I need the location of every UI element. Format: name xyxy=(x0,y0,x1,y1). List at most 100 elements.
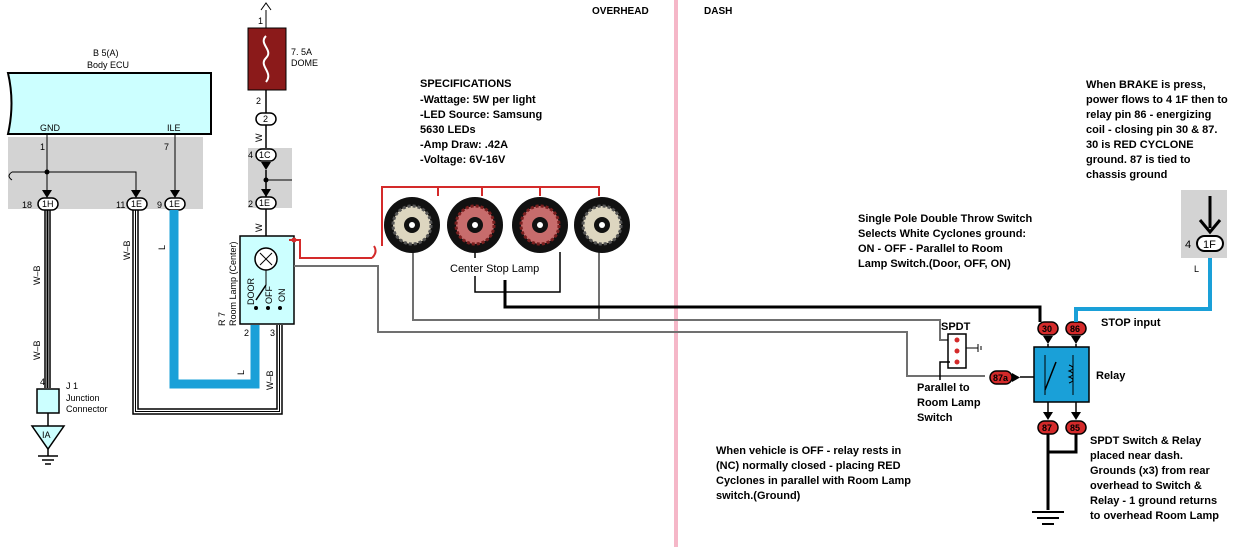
specs-line-5: -Voltage: 6V-16V xyxy=(420,154,506,166)
svg-text:placed near dash.: placed near dash. xyxy=(1090,450,1183,462)
ground-ia: IA xyxy=(42,430,51,440)
body-ecu: B 5(A) Body ECU GND ILE 1 7 xyxy=(6,48,212,209)
room-lamp-on: ON xyxy=(277,289,287,303)
svg-text:Lamp Switch.(Door, OFF, ON): Lamp Switch.(Door, OFF, ON) xyxy=(858,258,1011,270)
specs-title: SPECIFICATIONS xyxy=(420,78,511,90)
svg-text:relay pin 86 - energizing: relay pin 86 - energizing xyxy=(1086,109,1211,121)
spdt-label: SPDT xyxy=(941,321,971,333)
cyclone-lamp-4 xyxy=(574,197,630,253)
pin-2-1E: 2 xyxy=(248,199,253,209)
svg-text:1C: 1C xyxy=(259,150,271,160)
cyclone-lamp-2 xyxy=(447,197,503,253)
room-lamp-ref: R 7 xyxy=(217,312,227,326)
connector-1E-ecu-b: 1E 9 xyxy=(157,190,186,211)
wire-label-wb-1: W–B xyxy=(32,265,42,285)
svg-text:overhead to Switch &: overhead to Switch & xyxy=(1090,480,1202,492)
specs-line-3: 5630 LEDs xyxy=(420,124,476,136)
dash-label: DASH xyxy=(704,6,732,17)
svg-text:30: 30 xyxy=(1042,324,1052,334)
vehicle-off-note: When vehicle is OFF - relay rests in (NC… xyxy=(716,445,911,502)
connector-1F: 1F 4 xyxy=(1185,196,1224,252)
spdt-switch: SPDT xyxy=(939,321,982,380)
room-lamp-pin-2: 2 xyxy=(244,328,249,338)
specifications: SPECIFICATIONS -Wattage: 5W per light -L… xyxy=(420,78,542,166)
ecu-pin-ile: ILE xyxy=(167,123,181,133)
svg-text:Switch: Switch xyxy=(917,412,953,424)
svg-text:ON - OFF - Parallel to Room: ON - OFF - Parallel to Room xyxy=(858,243,1003,255)
brake-note: When BRAKE is press, power flows to 4 1F… xyxy=(1086,79,1228,181)
svg-text:Grounds (x3) from rear: Grounds (x3) from rear xyxy=(1090,465,1211,477)
fuse-connector-2: 2 xyxy=(255,112,277,126)
wire-label-wb-3: W–B xyxy=(122,240,132,260)
ecu-internal-wiring xyxy=(8,134,176,195)
room-lamp-door: DOOR xyxy=(246,277,256,305)
pin-11: 11 xyxy=(116,200,125,210)
connector-1E-ecu-a: 1E 11 xyxy=(116,190,148,211)
ecu-pin-7: 7 xyxy=(164,142,169,152)
ecu-body xyxy=(6,72,212,135)
relay: Relay xyxy=(1033,346,1126,403)
connector-1C: 1C 4 xyxy=(248,148,277,170)
specs-line-4: -Amp Draw: .42A xyxy=(420,139,508,151)
svg-text:coil - closing pin 30 & 87.: coil - closing pin 30 & 87. xyxy=(1086,124,1217,136)
relay-pin-87: 87 xyxy=(1037,402,1059,435)
center-stop-lamp-label: Center Stop Lamp xyxy=(450,263,539,275)
junction-name-2: Connector xyxy=(66,404,108,414)
parallel-note: Parallel to Room Lamp Switch xyxy=(917,382,981,424)
relay-pin-85: 85 xyxy=(1065,402,1087,435)
svg-text:2: 2 xyxy=(263,114,268,124)
svg-text:87: 87 xyxy=(1042,423,1052,433)
room-lamp-off: OFF xyxy=(264,286,274,304)
pin-4-1C: 4 xyxy=(248,150,253,160)
wire-relay-ground xyxy=(1046,434,1078,510)
svg-text:87a: 87a xyxy=(993,373,1009,383)
wire-blue-door xyxy=(169,210,260,389)
svg-text:30 is RED CYCLONE: 30 is RED CYCLONE xyxy=(1086,139,1194,151)
specs-line-1: -Wattage: 5W per light xyxy=(420,94,536,106)
pin-9: 9 xyxy=(157,200,162,210)
wire-label-wb-2: W–B xyxy=(32,340,42,360)
dome-fuse: 1 7. 5A DOME 2 xyxy=(247,2,318,113)
ecu-pin-gnd: GND xyxy=(40,123,61,133)
relay-pin-30: 30 xyxy=(1037,321,1059,344)
svg-text:1F: 1F xyxy=(1203,239,1216,251)
ecu-ref: B 5(A) xyxy=(93,48,119,58)
ecu-connector-box xyxy=(8,137,203,209)
fuse-pin-1: 1 xyxy=(258,16,263,26)
junction-pin-4: 4 xyxy=(40,377,45,387)
svg-text:Cyclones in parallel with Room: Cyclones in parallel with Room Lamp xyxy=(716,475,911,487)
svg-text:85: 85 xyxy=(1070,423,1080,433)
relay-label: Relay xyxy=(1096,370,1126,382)
specs-line-2: -LED Source: Samsung xyxy=(420,109,542,121)
wire-wb-ground: W–B W–B xyxy=(32,210,51,388)
wire-label-l-1: L xyxy=(157,245,167,250)
svg-text:Selects White Cyclones ground:: Selects White Cyclones ground: xyxy=(858,228,1026,240)
room-lamp-name: Room Lamp (Center) xyxy=(228,241,238,326)
chassis-ground-icon xyxy=(1032,511,1064,525)
relay-pin-86: 86 xyxy=(1065,321,1087,344)
svg-text:Room Lamp: Room Lamp xyxy=(917,397,981,409)
stop-input-label: STOP input xyxy=(1101,317,1161,329)
cyclone-lamp-1 xyxy=(384,197,440,253)
wire-label-w-2: W xyxy=(254,223,264,232)
junction-name-1: Junction xyxy=(66,393,100,403)
svg-text:Relay - 1 ground returns: Relay - 1 ground returns xyxy=(1090,495,1217,507)
ecu-name: Body ECU xyxy=(87,60,129,70)
svg-text:Single Pole Double Throw Switc: Single Pole Double Throw Switch xyxy=(858,213,1032,225)
svg-text:86: 86 xyxy=(1070,324,1080,334)
wire-label-l-2: L xyxy=(236,370,246,375)
junction-connector: IA J 1 Junction Connector 4 xyxy=(30,377,108,465)
spdt-description: Single Pole Double Throw Switch Selects … xyxy=(858,213,1032,270)
svg-text:SPDT Switch & Relay: SPDT Switch & Relay xyxy=(1090,435,1202,447)
pin-4-1F: 4 xyxy=(1185,239,1191,251)
junction-ref: J 1 xyxy=(66,381,78,391)
relay-pin-87a: 87a xyxy=(989,370,1020,385)
wire-gray xyxy=(294,252,985,377)
svg-text:1E: 1E xyxy=(169,199,180,209)
room-lamp-pin-3: 3 xyxy=(270,328,275,338)
svg-text:When vehicle is OFF - relay re: When vehicle is OFF - relay rests in xyxy=(716,445,902,457)
fuse-rating: 7. 5A xyxy=(291,47,312,57)
placement-note: SPDT Switch & Relay placed near dash. Gr… xyxy=(1090,435,1219,522)
room-lamp: DOOR OFF ON R 7 Room Lamp (Center) 2 3 xyxy=(217,235,295,338)
